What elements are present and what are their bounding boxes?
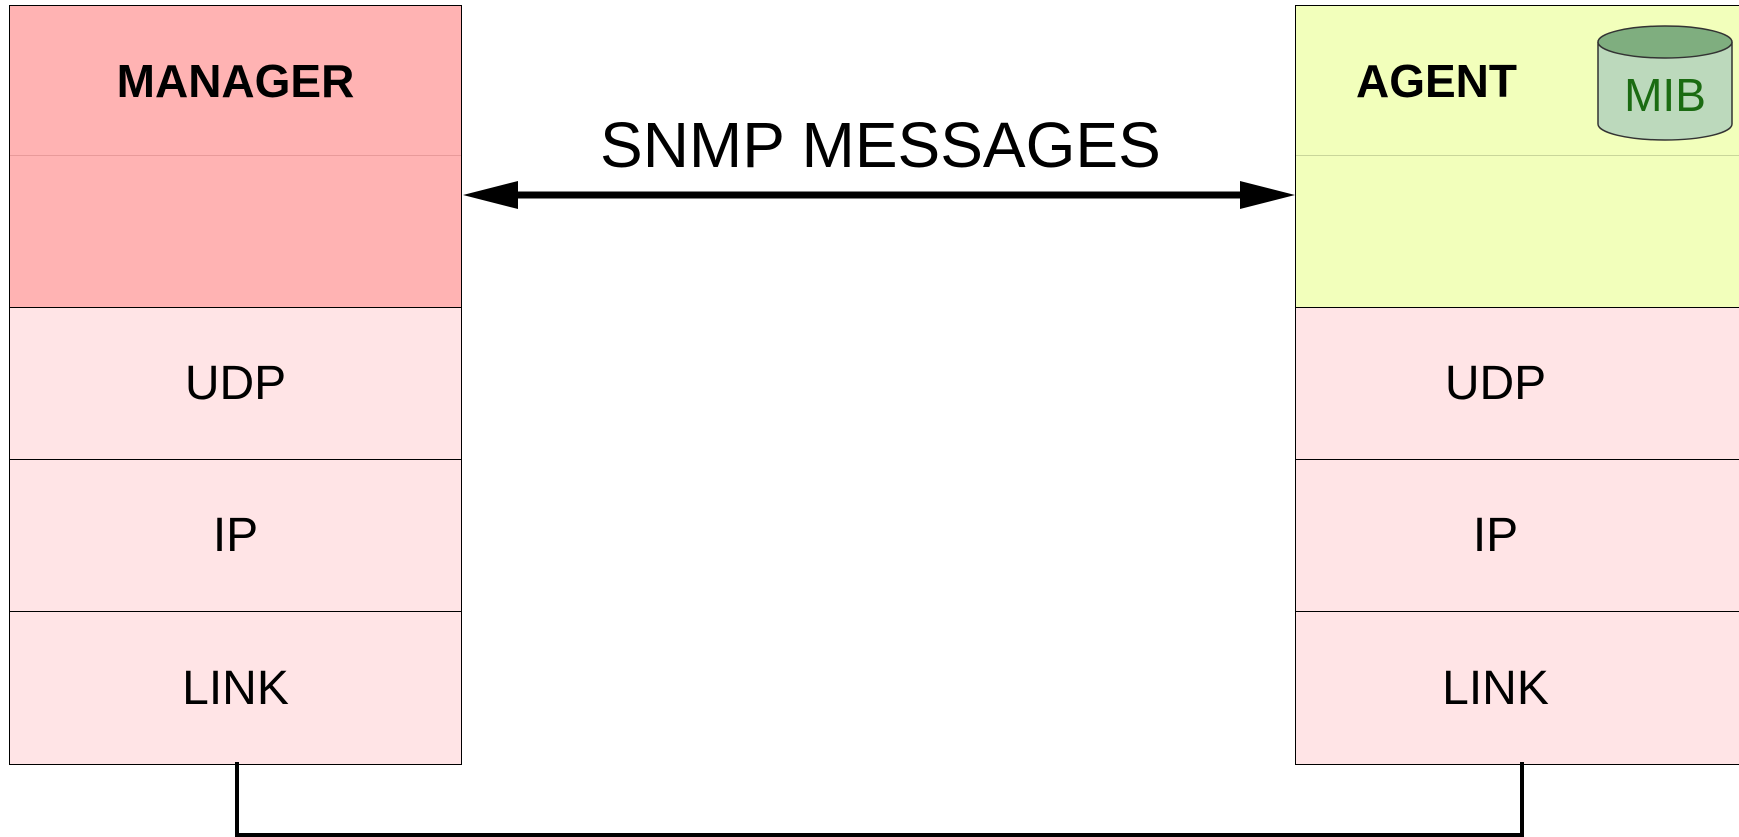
manager-app-layer-bottom: [10, 156, 461, 308]
agent-stack: AGENT MIB UDP IP LINK: [1295, 5, 1739, 765]
agent-ip-label: IP: [1472, 509, 1519, 562]
agent-ip-layer: IP: [1296, 460, 1739, 612]
snmp-messages-label: SNMP MESSAGES: [600, 109, 1161, 181]
manager-link-layer: LINK: [10, 612, 461, 764]
agent-udp-label: UDP: [1444, 357, 1547, 410]
snmp-message-arrow: [463, 181, 1295, 209]
manager-app-layer-top: MANAGER: [10, 6, 461, 156]
agent-app-layer-top: AGENT MIB: [1296, 6, 1739, 156]
manager-udp-label: UDP: [184, 357, 287, 410]
agent-udp-layer: UDP: [1296, 308, 1739, 460]
manager-title: MANAGER: [116, 54, 355, 107]
manager-udp-layer: UDP: [10, 308, 461, 460]
agent-link-label: LINK: [1442, 661, 1549, 715]
mib-label: MIB: [1624, 69, 1706, 121]
manager-link-label: LINK: [182, 661, 289, 715]
manager-ip-layer: IP: [10, 460, 461, 612]
manager-ip-label: IP: [212, 509, 259, 562]
agent-link-layer: LINK: [1296, 612, 1739, 764]
manager-stack: MANAGER UDP IP LINK: [9, 5, 462, 765]
agent-title: AGENT: [1356, 54, 1517, 107]
agent-app-layer-bottom: [1296, 156, 1739, 308]
physical-link-line: [235, 762, 1524, 837]
mib-database-icon: MIB: [1596, 24, 1734, 142]
